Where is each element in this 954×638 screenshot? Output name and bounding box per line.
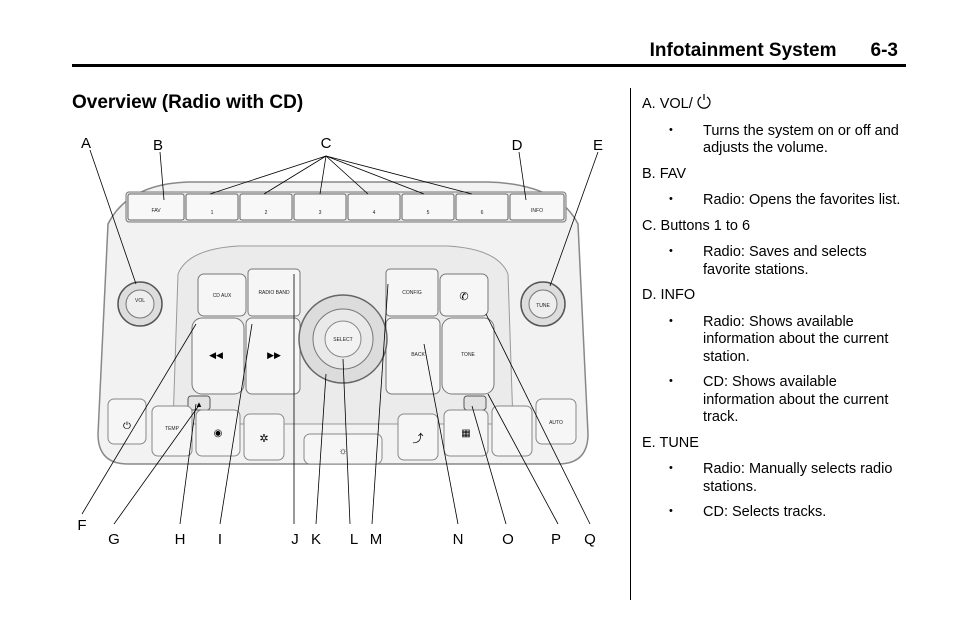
radio-faceplate-illustration: FAV 1 2 3 4 5 6 INFO VOL TUNE CD AUX RAD…: [68, 134, 608, 554]
callout-q: Q: [584, 531, 596, 548]
bullet-item: •Radio: Opens the favorites list.: [669, 192, 901, 208]
svg-text:BACK: BACK: [411, 352, 425, 358]
header-page-number: 6-3: [870, 40, 898, 61]
svg-text:TEMP: TEMP: [165, 426, 180, 432]
svg-text:CD AUX: CD AUX: [213, 293, 232, 299]
svg-text:6: 6: [481, 210, 484, 216]
header-text: Infotainment System 6-3: [616, 40, 898, 62]
list-item: E. TUNE •Radio: Manually selects radio s…: [642, 435, 912, 522]
svg-text:SELECT: SELECT: [333, 337, 352, 343]
callout-j: J: [291, 531, 299, 548]
control-descriptions: A. VOL/ •Turns the system on or off and …: [642, 93, 912, 530]
svg-text:▶▶: ▶▶: [267, 350, 281, 360]
svg-text:▦: ▦: [461, 428, 470, 439]
svg-text:◀◀: ◀◀: [209, 350, 223, 360]
svg-text:CONFIG: CONFIG: [402, 290, 422, 296]
svg-text:▲: ▲: [195, 400, 203, 409]
svg-text:⏻: ⏻: [123, 421, 131, 432]
column-divider: [630, 88, 631, 600]
item-label: C. Buttons 1 to 6: [642, 217, 751, 234]
svg-text:TUNE: TUNE: [536, 303, 550, 309]
svg-text:RADIO BAND: RADIO BAND: [258, 290, 290, 296]
callout-e: E: [593, 137, 603, 154]
svg-text:4: 4: [373, 210, 376, 216]
callout-o: O: [502, 531, 514, 548]
callout-c: C: [321, 135, 332, 152]
callout-a: A: [81, 135, 91, 152]
svg-text:5: 5: [427, 210, 430, 216]
svg-text:1: 1: [211, 210, 214, 216]
callout-m: M: [370, 531, 383, 548]
svg-text:TONE: TONE: [461, 352, 475, 358]
callout-n: N: [453, 531, 464, 548]
item-label: D. INFO: [642, 287, 696, 303]
bullet-item: •Radio: Manually selects radio stations.: [669, 461, 893, 495]
callout-i: I: [218, 531, 222, 548]
svg-text:VOL: VOL: [135, 298, 145, 304]
svg-text:✆: ✆: [459, 291, 468, 303]
bullet-item: •Radio: Saves and selects favorite stati…: [669, 244, 867, 278]
bullet-item: •CD: Selects tracks.: [669, 504, 827, 520]
item-label: A. VOL/: [642, 96, 693, 112]
callout-p: P: [551, 531, 561, 548]
callout-f: F: [77, 517, 86, 534]
callout-d: D: [512, 137, 523, 154]
svg-text:AUTO: AUTO: [549, 420, 563, 426]
list-item: D. INFO •Radio: Shows available informat…: [642, 287, 912, 427]
bullet-item: •CD: Shows available information about t…: [669, 374, 889, 425]
info-button-label: INFO: [531, 208, 543, 214]
bullet-item: •Turns the system on or off and adjusts …: [669, 122, 899, 157]
item-label: B. FAV: [642, 165, 687, 182]
svg-text:⤴: ⤴: [413, 431, 424, 445]
callout-l: L: [350, 531, 358, 548]
callout-b: B: [153, 137, 163, 154]
item-label: E. TUNE: [642, 434, 699, 451]
svg-text:◉: ◉: [214, 428, 223, 439]
callout-k: K: [311, 531, 321, 548]
svg-text:✲: ✲: [259, 433, 268, 445]
page-title: Overview (Radio with CD): [72, 92, 304, 113]
svg-text:2: 2: [265, 210, 268, 216]
callout-h: H: [175, 531, 186, 548]
header-rule: [72, 64, 906, 67]
header-section: Infotainment System: [649, 40, 837, 61]
list-item: B. FAV •Radio: Opens the favorites list.: [642, 166, 912, 210]
svg-text:☼: ☼: [338, 446, 347, 457]
bullet-item: •Radio: Shows available information abou…: [669, 313, 889, 365]
power-icon: [697, 94, 711, 109]
svg-text:3: 3: [319, 210, 322, 216]
fav-button-label: FAV: [151, 208, 161, 214]
callout-g: G: [108, 531, 120, 548]
list-item: A. VOL/ •Turns the system on or off and …: [642, 93, 912, 158]
page-header: Infotainment System 6-3: [72, 36, 906, 67]
list-item: C. Buttons 1 to 6 •Radio: Saves and sele…: [642, 218, 912, 280]
